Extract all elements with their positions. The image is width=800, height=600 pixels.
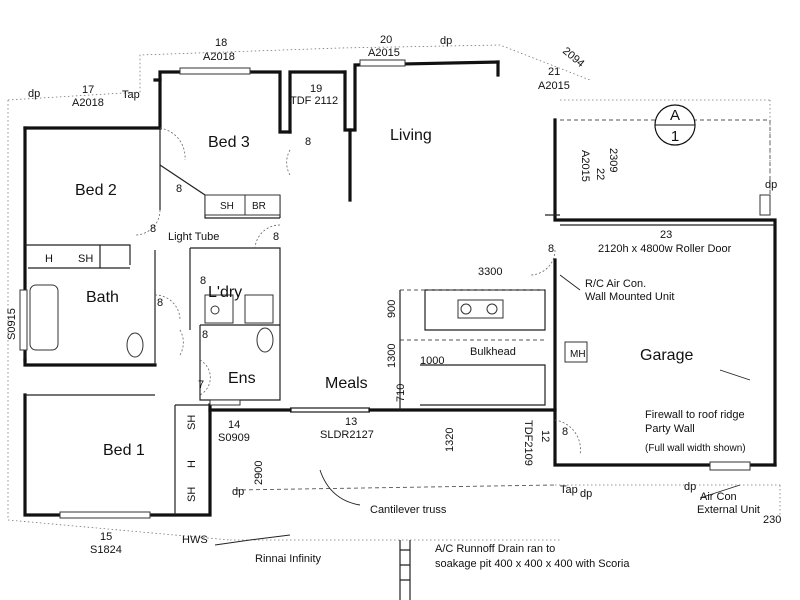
note-aircon-ext-2: External Unit	[697, 504, 760, 516]
note-dp: dp	[232, 486, 244, 498]
note-dp: dp	[440, 35, 452, 47]
door-numbers: 8 8 8 8 8 8 8 8 8 7	[150, 136, 568, 438]
note-rc-aircon-2: Wall Mounted Unit	[585, 291, 674, 303]
opening-sldr2127: SLDR2127	[320, 429, 374, 441]
opening-22: 22	[594, 168, 606, 180]
dim-710: 710	[395, 384, 407, 402]
section-letter: A	[670, 107, 680, 124]
note-rc-aircon-1: R/C Air Con.	[585, 278, 646, 290]
opening-a2015-top: A2015	[368, 47, 400, 59]
room-garage: Garage	[640, 347, 693, 364]
leaders	[214, 274, 751, 546]
label-h-bed1: H	[186, 460, 198, 468]
section-marker: A 1	[654, 104, 696, 146]
opening-2094: 2094	[560, 45, 586, 70]
opening-19: 19	[310, 83, 322, 95]
room-bed2: Bed 2	[75, 182, 117, 199]
opening-2309: 2309	[607, 148, 619, 172]
label-h-top: H	[45, 253, 53, 265]
room-bed1: Bed 1	[103, 442, 145, 459]
opening-tdf2109: TDF2109	[522, 420, 534, 466]
note-full-width: (Full wall width shown)	[645, 443, 746, 454]
room-ens: Ens	[228, 370, 256, 387]
dim-3300: 3300	[478, 266, 502, 278]
room-bed3: Bed 3	[208, 134, 250, 151]
door-number: 8	[202, 329, 208, 341]
note-dp: dp	[580, 488, 592, 500]
opening-a2018-left: A2018	[72, 97, 104, 109]
opening-a2018-top: A2018	[203, 51, 235, 63]
door-number: 8	[176, 183, 182, 195]
dim-1000: 1000	[420, 355, 444, 367]
label-mh: MH	[570, 349, 586, 360]
note-dp: dp	[684, 481, 696, 493]
eave-lines	[7, 44, 781, 541]
door-number: 8	[273, 231, 279, 243]
door-number: 8	[562, 426, 568, 438]
note-tap-top: Tap	[122, 89, 140, 101]
note-tap-bottom: Tap	[560, 484, 578, 496]
opening-17: 17	[82, 84, 94, 96]
door-swings	[134, 127, 581, 456]
room-bath: Bath	[86, 289, 119, 306]
dim-1320: 1320	[444, 428, 456, 452]
opening-12: 12	[539, 430, 551, 442]
note-rinnai: Rinnai Infinity	[255, 553, 322, 565]
notes: Tap Tap dp dp dp dp dp dp R/C Air Con. W…	[28, 35, 777, 570]
opening-14: 14	[228, 419, 240, 431]
label-bulkhead: Bulkhead	[470, 346, 516, 358]
door-number: 8	[200, 275, 206, 287]
note-aircon-ext-1: Air Con	[700, 491, 737, 503]
opening-20: 20	[380, 34, 392, 46]
opening-13: 13	[345, 416, 357, 428]
note-firewall: Firewall to roof ridge	[645, 409, 745, 421]
label-light-tube: Light Tube	[168, 231, 219, 243]
label-br-bed3: BR	[252, 201, 266, 212]
note-dp: dp	[765, 179, 777, 191]
room-meals: Meals	[325, 375, 368, 392]
note-hws: HWS	[182, 534, 208, 546]
label-sh-bed1-a: SH	[186, 415, 198, 430]
room-living: Living	[390, 127, 432, 144]
fixture-labels: H SH SH BR Light Tube Bulkhead MH SH H S…	[45, 201, 586, 502]
opening-s1824: S1824	[90, 544, 122, 556]
label-sh-top: SH	[78, 253, 93, 265]
dim-2900: 2900	[253, 461, 265, 485]
dimension-labels: 3300 900 1300 1000 710 1320 2900 230	[253, 266, 781, 526]
room-labels: Bed 2 Bed 3 Living Bath L'dry Ens Meals …	[75, 127, 693, 459]
opening-a2015-right: A2015	[538, 80, 570, 92]
opening-a2015-vert: A2015	[579, 150, 591, 182]
opening-18: 18	[215, 37, 227, 49]
label-sh-bed3: SH	[220, 201, 234, 212]
note-runoff-2: soakage pit 400 x 400 x 400 with Scoria	[435, 558, 630, 570]
section-number: 1	[671, 128, 679, 145]
door-number: 8	[548, 243, 554, 255]
door-number: 7	[198, 379, 204, 391]
fixtures	[29, 194, 588, 600]
opening-roller-door: 2120h x 4800w Roller Door	[598, 243, 732, 255]
note-dp: dp	[28, 88, 40, 100]
windows	[19, 59, 771, 519]
door-number: 8	[157, 297, 163, 309]
opening-tdf2112: TDF 2112	[290, 95, 338, 107]
opening-21: 21	[548, 66, 560, 78]
opening-23: 23	[660, 229, 672, 241]
opening-s0909: S0909	[218, 432, 250, 444]
opening-15: 15	[100, 531, 112, 543]
dim-230: 230	[763, 514, 781, 526]
label-sh-bed1-b: SH	[186, 487, 198, 502]
dim-900: 900	[386, 300, 398, 318]
note-cantilever: Cantilever truss	[370, 504, 447, 516]
door-number: 8	[150, 223, 156, 235]
door-number: 8	[305, 136, 311, 148]
opening-labels: 18 A2018 17 A2018 19 TDF 2112 20 A2015 2…	[6, 34, 732, 556]
note-runoff-1: A/C Runnoff Drain ran to	[435, 543, 555, 555]
dim-1300: 1300	[386, 344, 398, 368]
opening-s0915: S0915	[6, 308, 18, 340]
room-ldry: L'dry	[208, 284, 242, 301]
note-party-wall: Party Wall	[645, 423, 695, 435]
